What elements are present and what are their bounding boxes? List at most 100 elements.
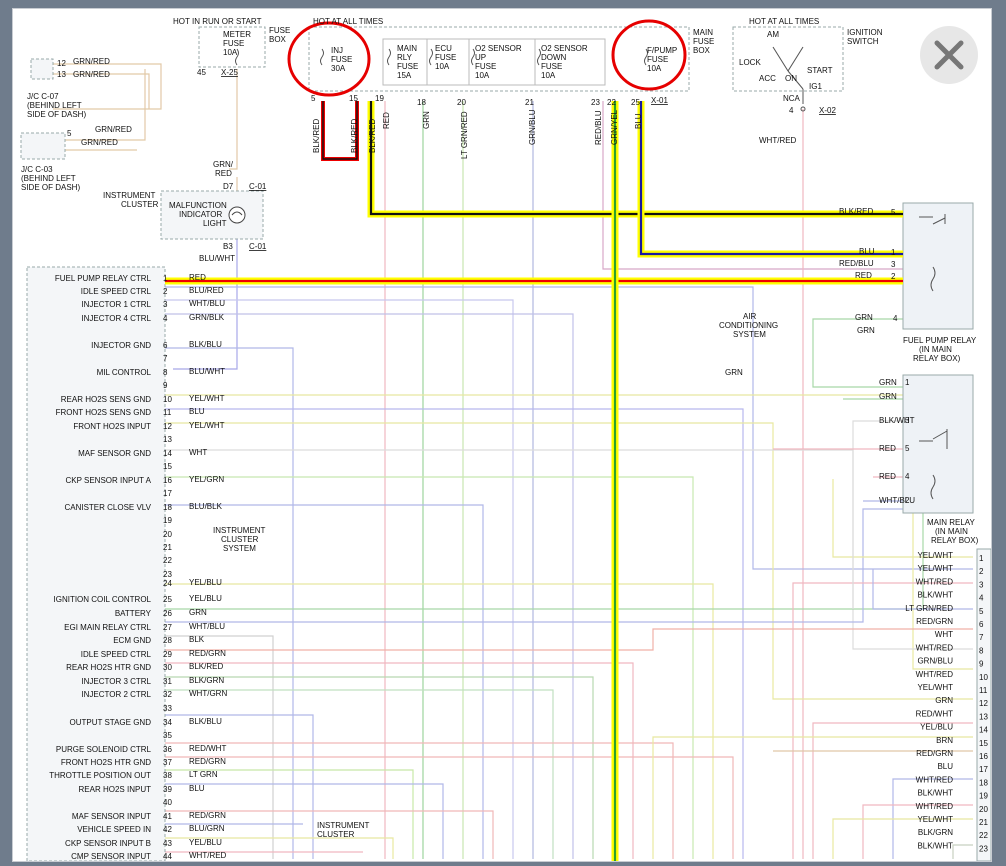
ecm-pin-number-32: 32: [163, 690, 172, 699]
ecm-pin-number-13: 13: [163, 435, 172, 444]
fuse-wire-label-1: BLK/RED: [350, 119, 359, 153]
jc03-wire: GRN/RED: [95, 125, 132, 134]
ignition-nca: NCA: [783, 94, 801, 103]
mil-label: MALFUNCTION: [169, 201, 227, 210]
fuse-label-5: FUSE: [541, 62, 562, 71]
fuse-label-5: O2 SENSOR: [541, 44, 588, 53]
ecm-pin-number-41: 41: [163, 812, 172, 821]
close-button[interactable]: [920, 26, 978, 84]
right-connector-pin-23: 23: [979, 844, 988, 853]
cluster-wire-bottom: BLU/WHT: [199, 254, 235, 263]
ac-system-label: CONDITIONING: [719, 321, 778, 330]
cluster-pin-d7: D7: [223, 182, 234, 191]
close-icon: [934, 40, 964, 70]
ecm-pin-number-33: 33: [163, 704, 172, 713]
ecm-pin-number-40: 40: [163, 798, 172, 807]
ecm-pin-label-26: BATTERY: [115, 609, 152, 618]
right-connector-pin-19: 19: [979, 792, 988, 801]
right-connector-wire-4: BLK/WHT: [917, 591, 953, 600]
label-main-fuse-box: MAIN: [693, 28, 713, 37]
ecm-pin-number-31: 31: [163, 677, 172, 686]
connector-x01: X-01: [651, 96, 668, 105]
fuse-label-6: FUSE: [647, 55, 668, 64]
ignition-wire: WHT/RED: [759, 136, 797, 145]
fuel-pump-relay-pin-2: 2: [891, 272, 896, 281]
ecm-pin-wire-16: YEL/GRN: [189, 475, 224, 484]
right-connector-wire-20: WHT/RED: [916, 802, 954, 811]
label-fuse-box: BOX: [269, 35, 287, 44]
ecm-pin-number-29: 29: [163, 650, 172, 659]
right-connector-pin-11: 11: [979, 686, 988, 695]
fuse-label-0: METER: [223, 30, 251, 39]
cluster-bottom-label: CLUSTER: [317, 830, 355, 839]
right-connector-wire-1: YEL/WHT: [917, 551, 953, 560]
ecm-pin-number-24: 24: [163, 579, 172, 588]
right-connector-pin-15: 15: [979, 739, 988, 748]
ecm-pin-wire-18: BLU/BLK: [189, 502, 223, 511]
fuse-wire-label-5: LT GRN/RED: [460, 111, 469, 159]
mil-label: INDICATOR: [179, 210, 222, 219]
jc-boxes: [20, 58, 66, 160]
ac-system-label: AIR: [743, 312, 757, 321]
ecm-pin-label-39: REAR HO2S INPUT: [79, 785, 152, 794]
ecm-pin-label-42: VEHICLE SPEED IN: [77, 825, 151, 834]
right-connector-wire-22: BLK/GRN: [918, 828, 953, 837]
ecm-pin-number-36: 36: [163, 745, 172, 754]
ecm-pin-number-3: 3: [163, 300, 168, 309]
ecm-pin-label-3: INJECTOR 1 CTRL: [81, 300, 151, 309]
label-main-fuse-box: BOX: [693, 46, 711, 55]
main-fuse-box: [198, 26, 844, 92]
ecm-pin-label-6: INJECTOR GND: [91, 341, 151, 350]
ecm-pin-label-30: REAR HO2S HTR GND: [66, 663, 151, 672]
harness-lines: [53, 63, 973, 859]
ecm-pin-wire-31: BLK/GRN: [189, 676, 224, 685]
ecm-pin-number-34: 34: [163, 718, 172, 727]
ecm-pin-wire-14: WHT: [189, 448, 207, 457]
fuel-pump-relay-pin-1: 1: [891, 248, 896, 257]
jc03-wire: GRN/RED: [81, 138, 118, 147]
right-connector-wire-2: YEL/WHT: [917, 564, 953, 573]
fuel-pump-relay-pin-3: 3: [891, 260, 896, 269]
right-connector-pin-5: 5: [979, 607, 984, 616]
fuel-pump-relay-pin-5: 5: [891, 208, 896, 217]
right-connector-pin-4: 4: [979, 594, 984, 603]
ecm-pin-label-44: CMP SENSOR INPUT: [71, 852, 151, 861]
ecm-pin-number-8: 8: [163, 368, 168, 377]
ignition-lock: LOCK: [739, 58, 761, 67]
main-relay-wire-3: RED: [879, 444, 896, 453]
fuse-wire-label-8: GRN/YEL: [610, 109, 619, 145]
ecm-connector-box: [26, 266, 166, 862]
right-connector-wire-13: RED/WHT: [916, 709, 953, 718]
cluster-label: INSTRUMENT: [103, 191, 156, 200]
right-connector-wire-16: RED/GRN: [916, 749, 953, 758]
right-connector-wire-17: BLU: [937, 762, 953, 771]
cluster-bottom-label: INSTRUMENT: [317, 821, 370, 830]
fuse-label-1: 30A: [331, 64, 346, 73]
right-connector-wire-14: YEL/BLU: [920, 723, 953, 732]
fuse-wire-label-3: RED: [382, 112, 391, 129]
right-connector-pin-1: 1: [979, 554, 984, 563]
main-relay-wire-1: GRN: [879, 392, 897, 401]
ecm-pin-number-22: 22: [163, 556, 172, 565]
fuse-wire-label-2: BLK/RED: [368, 119, 377, 153]
ecm-pin-wire-32: WHT/GRN: [189, 689, 227, 698]
ecm-pin-wire-38: LT GRN: [189, 770, 218, 779]
fuse-pin-9: 25: [631, 98, 640, 107]
jc03-pin5: 5: [67, 129, 72, 138]
ecm-pin-wire-8: BLU/WHT: [189, 367, 225, 376]
ecm-pin-number-10: 10: [163, 395, 172, 404]
right-connector-wire-23: BLK/WHT: [917, 841, 953, 850]
ecm-pin-number-37: 37: [163, 758, 172, 767]
connector-c01: C-01: [249, 242, 267, 251]
mil-label: LIGHT: [203, 219, 227, 228]
right-connector-wire-8: WHT/RED: [916, 643, 954, 652]
main-relay-wire-5: WHT/BLU: [879, 496, 915, 505]
ecm-pin-wire-27: WHT/BLU: [189, 622, 225, 631]
ecm-pin-wire-6: BLK/BLU: [189, 340, 222, 349]
cluster-label: CLUSTER: [121, 200, 159, 209]
ecm-pin-label-27: EGI MAIN RELAY CTRL: [64, 623, 151, 632]
ecm-pin-number-17: 17: [163, 489, 172, 498]
connector-x02: X-02: [819, 106, 836, 115]
ecm-pin-number-18: 18: [163, 503, 172, 512]
ecm-pin-number-42: 42: [163, 825, 172, 834]
